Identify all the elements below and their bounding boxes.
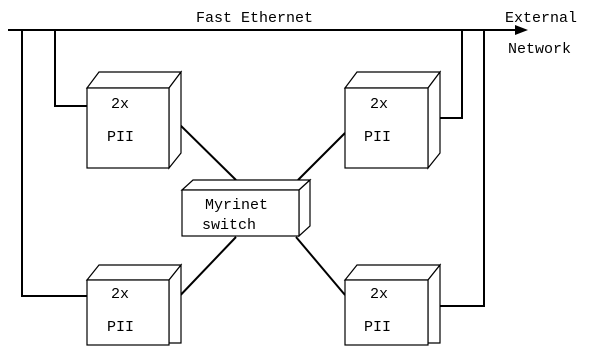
- node-top-left: 2x PII: [85, 70, 183, 170]
- node-top-right: 2x PII: [343, 70, 442, 170]
- fast-ethernet-label: Fast Ethernet: [196, 10, 313, 27]
- node-top-left-cpu-type: PII: [107, 129, 134, 146]
- node-bottom-left: 2x PII: [85, 263, 183, 346]
- ethernet-link-bottom-right: [428, 30, 485, 307]
- myrinet-link-top-right: [297, 132, 346, 181]
- node-bottom-right: 2x PII: [343, 263, 442, 346]
- node-bottom-left-cpu-type: PII: [107, 319, 134, 336]
- node-top-right-cpu-count: 2x: [370, 96, 388, 113]
- ethernet-link-top-left: [54, 30, 92, 107]
- node-bottom-left-cpu-count: 2x: [111, 286, 129, 303]
- node-top-left-cpu-count: 2x: [111, 96, 129, 113]
- node-bottom-right-cpu-count: 2x: [370, 286, 388, 303]
- node-bottom-right-cpu-type: PII: [364, 319, 391, 336]
- myrinet-switch-label-line2: switch: [202, 217, 256, 234]
- external-network-arrowhead: [515, 25, 528, 35]
- myrinet-link-bottom-left: [172, 236, 237, 304]
- myrinet-link-top-left: [174, 119, 237, 181]
- myrinet-switch-label-line1: Myrinet: [205, 197, 268, 214]
- network-label: Network: [508, 41, 571, 58]
- myrinet-switch: Myrinet switch: [180, 178, 312, 238]
- node-top-right-cpu-type: PII: [364, 129, 391, 146]
- external-label: External: [505, 10, 577, 27]
- myrinet-link-bottom-right: [295, 236, 346, 296]
- ethernet-link-bottom-left: [21, 30, 92, 297]
